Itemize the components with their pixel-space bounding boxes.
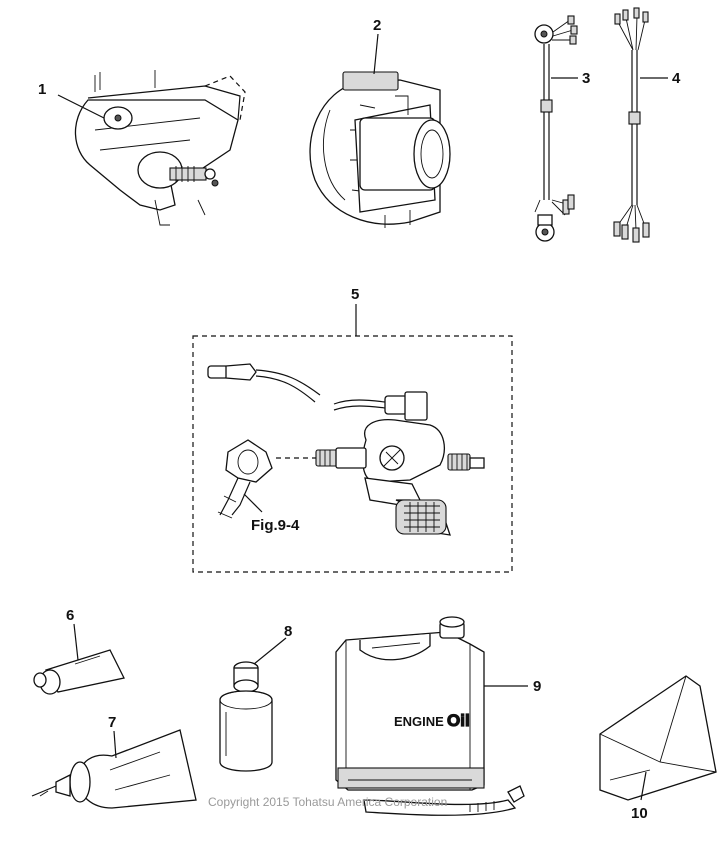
leader-10 [640,771,647,801]
callout-7: 7 [108,714,116,731]
callout-5: 5 [351,286,359,303]
leader-1 [57,94,105,119]
part-5-kit-dashed-box [192,335,513,573]
callout-1: 1 [38,81,46,98]
callout-3: 3 [582,70,590,87]
callout-6: 6 [66,607,74,624]
can-label-oil: Oil [447,711,470,730]
callout-10: 10 [631,805,648,822]
part-5-fuel-primer-illustration [207,363,485,536]
part-2-socket-tool-illustration [309,71,451,228]
leader-6 [73,623,79,661]
part-1-gearcase-illustration [74,70,246,226]
part-10-pouch-illustration [599,675,717,801]
part-7-large-tube-illustration [31,729,197,809]
part-6-small-tube-illustration [33,649,125,695]
leader-8 [253,637,287,665]
part-4-wiring-harness-illustration [613,7,650,243]
part-3-wiring-harness-illustration [534,15,578,242]
leader-7 [113,730,117,759]
fig-ref-leader [243,493,263,513]
callout-4: 4 [672,70,681,87]
copyright-watermark: Copyright 2015 Tohatsu America Corporati… [208,795,447,809]
callout-8: 8 [284,623,292,640]
part-8-bottle-illustration [219,661,273,772]
callout-9: 9 [533,678,541,695]
fig-reference-label: Fig.9-4 [251,517,300,534]
leader-2 [373,33,379,75]
part-9-oil-can-illustration [335,616,525,816]
callout-2: 2 [373,17,381,34]
can-label-engine: ENGINE [394,714,444,729]
